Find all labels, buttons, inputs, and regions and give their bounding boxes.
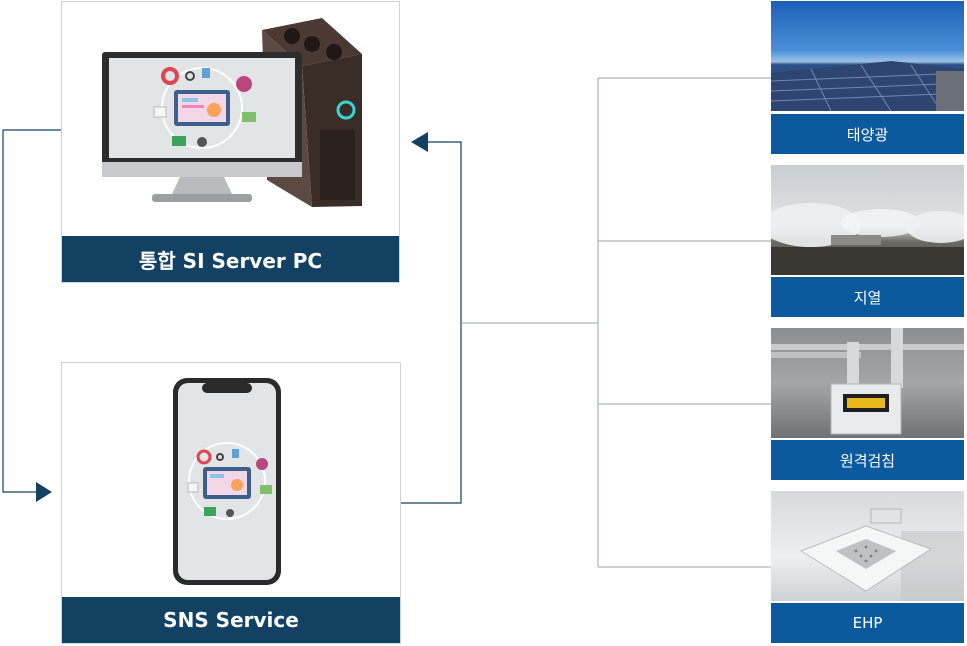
source-geothermal: 지열 bbox=[771, 165, 964, 317]
sns-to-server-connector bbox=[401, 141, 462, 504]
arrow-left-icon bbox=[411, 132, 428, 152]
remote-meter-photo bbox=[771, 328, 964, 438]
source-remote-meter-label: 원격검침 bbox=[771, 440, 964, 480]
source-ehp: EHP bbox=[771, 491, 964, 643]
server-to-sns-connector bbox=[2, 129, 62, 493]
sns-service-label: SNS Service bbox=[62, 597, 400, 643]
source-remote-meter: 원격검침 bbox=[771, 328, 964, 480]
server-pc-illustration bbox=[102, 18, 362, 207]
smartphone-illustration bbox=[173, 378, 281, 585]
source-geothermal-label: 지열 bbox=[771, 277, 964, 317]
solar-panel-photo bbox=[771, 1, 964, 111]
source-solar: 태양광 bbox=[771, 1, 964, 154]
ehp-photo bbox=[771, 491, 964, 601]
source-ehp-label: EHP bbox=[771, 603, 964, 643]
server-pc-label: 통합 SI Server PC bbox=[62, 236, 399, 282]
server-pc-box: 통합 SI Server PC bbox=[61, 1, 400, 283]
sns-service-box: SNS Service bbox=[61, 362, 401, 644]
geothermal-photo bbox=[771, 165, 964, 275]
arrow-right-icon bbox=[36, 482, 52, 502]
source-solar-label: 태양광 bbox=[771, 114, 964, 154]
